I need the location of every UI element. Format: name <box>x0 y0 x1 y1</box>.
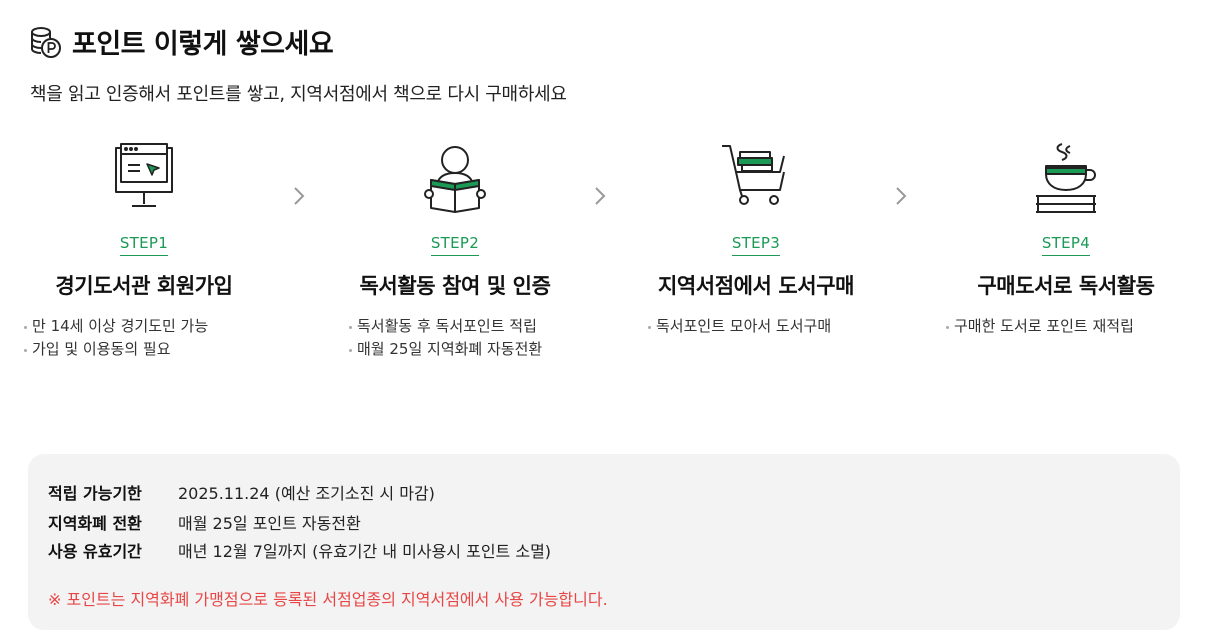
chevron-right-icon <box>294 187 305 205</box>
page-header: 포인트 이렇게 쌓으세요 <box>28 22 334 61</box>
bullet-item: 가입 및 이용동의 필요 <box>24 338 264 361</box>
info-row-validity: 사용 유효기간 매년 12월 7일까지 (유효기간 내 미사용시 포인트 소멸) <box>48 538 551 562</box>
chevron-right-icon <box>595 187 606 205</box>
step-label: STEP3 <box>731 234 781 256</box>
bullet-item: 매월 25일 지역화폐 자동전환 <box>349 338 561 361</box>
step-title: 독서활동 참여 및 인증 <box>359 274 551 298</box>
shopping-cart-books-icon <box>722 145 785 205</box>
info-row-deadline: 적립 가능기한 2025.11.24 (예산 조기소진 시 마감) <box>48 480 435 504</box>
step-2: STEP2 독서활동 참여 및 인증 독서활동 후 독서포인트 적립 매월 25… <box>335 140 575 376</box>
bullet-item: 독서활동 후 독서포인트 적립 <box>349 315 561 338</box>
step-title: 구매도서로 독서활동 <box>977 274 1155 298</box>
step-bullets: 구매한 도서로 포인트 재적립 <box>946 315 1186 338</box>
info-value: 매월 25일 포인트 자동전환 <box>178 514 361 533</box>
tea-cup-book-icon <box>1036 143 1096 213</box>
bullet-item: 구매한 도서로 포인트 재적립 <box>946 315 1186 338</box>
step-title: 지역서점에서 도서구매 <box>657 274 855 298</box>
step-title: 경기도서관 회원가입 <box>55 274 233 298</box>
info-key: 적립 가능기한 <box>48 484 142 503</box>
step-bullets: 만 14세 이상 경기도민 가능 가입 및 이용동의 필요 <box>24 315 264 361</box>
computer-signup-icon <box>115 143 173 207</box>
step-4: STEP4 구매도서로 독서활동 구매한 도서로 포인트 재적립 <box>946 140 1186 353</box>
notice-text: ※ 포인트는 지역화폐 가맹점으로 등록된 서점업종의 지역서점에서 사용 가능… <box>48 590 608 609</box>
bullet-item: 만 14세 이상 경기도민 가능 <box>24 315 264 338</box>
step-label: STEP2 <box>430 234 480 256</box>
info-value: 2025.11.24 (예산 조기소진 시 마감) <box>178 484 435 503</box>
step-label: STEP4 <box>1041 234 1091 256</box>
step-1: STEP1 경기도서관 회원가입 만 14세 이상 경기도민 가능 가입 및 이… <box>24 140 264 376</box>
step-bullets: 독서포인트 모아서 도서구매 <box>636 315 876 338</box>
bullet-item: 독서포인트 모아서 도서구매 <box>648 315 864 338</box>
step-3: STEP3 지역서점에서 도서구매 독서포인트 모아서 도서구매 <box>636 140 876 353</box>
info-row-conversion: 지역화폐 전환 매월 25일 포인트 자동전환 <box>48 510 361 534</box>
page-subtitle: 책을 읽고 인증해서 포인트를 쌓고, 지역서점에서 책으로 다시 구매하세요 <box>30 84 567 105</box>
page-title: 포인트 이렇게 쌓으세요 <box>72 29 334 60</box>
step-bullets: 독서활동 후 독서포인트 적립 매월 25일 지역화폐 자동전환 <box>335 315 575 361</box>
info-value: 매년 12월 7일까지 (유효기간 내 미사용시 포인트 소멸) <box>178 542 552 561</box>
step-label: STEP1 <box>119 234 169 256</box>
info-box: 적립 가능기한 2025.11.24 (예산 조기소진 시 마감) 지역화폐 전… <box>28 454 1180 630</box>
info-key: 지역화폐 전환 <box>48 514 142 533</box>
reading-person-icon <box>424 146 486 213</box>
chevron-right-icon <box>896 187 907 205</box>
info-key: 사용 유효기간 <box>48 542 142 561</box>
coins-icon <box>31 26 61 58</box>
